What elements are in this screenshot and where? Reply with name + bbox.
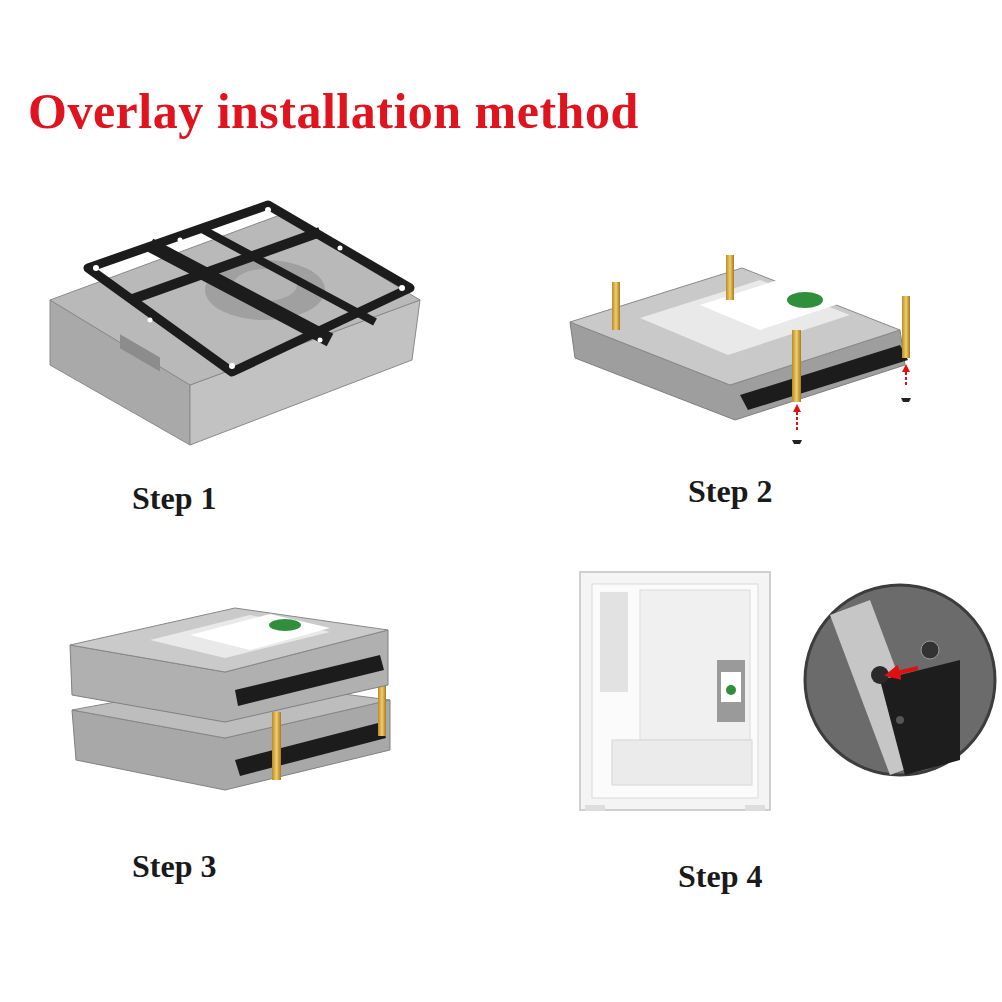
step1-drive [50,205,420,445]
page-title: Overlay installation method [28,82,639,140]
step-label: Step 4 [678,858,762,895]
step4-case [580,572,770,811]
step3-drives [70,608,390,790]
detail-inset [805,585,995,775]
step-label: Step 1 [132,480,216,517]
step-label: Step 2 [688,473,772,510]
step2-drive [570,255,911,444]
step-label: Step 3 [132,848,216,885]
